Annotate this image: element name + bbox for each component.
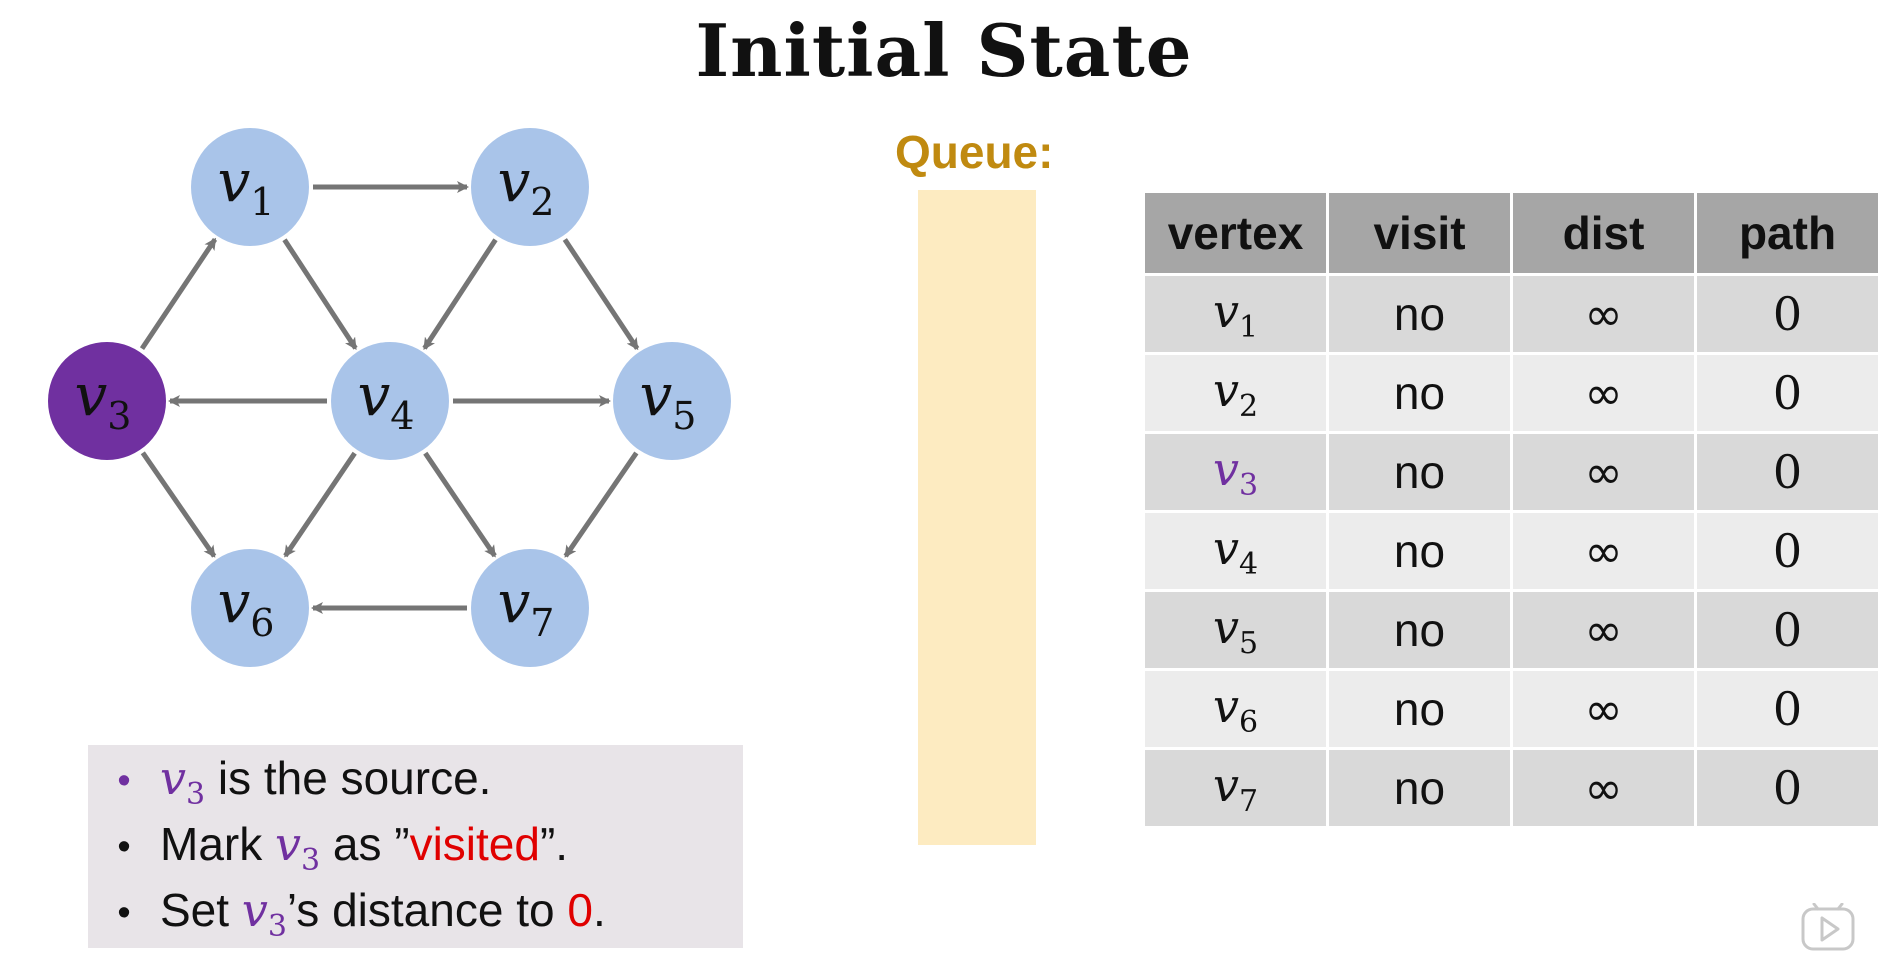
vertex-symbol: v3: [275, 816, 321, 878]
node-v3: v3: [48, 342, 166, 460]
visit-cell: no: [1326, 589, 1513, 671]
dist-cell: ∞: [1510, 589, 1697, 671]
node-label: v7: [498, 568, 555, 645]
visited-word: visited: [409, 817, 540, 870]
edges-layer: [139, 181, 640, 614]
node-circle: [48, 342, 166, 460]
path-cell: 0: [1694, 510, 1881, 592]
dist-cell: ∞: [1510, 352, 1697, 434]
page-title: Initial State: [695, 8, 1193, 93]
node-circle: [613, 342, 731, 460]
visit-cell: no: [1326, 352, 1513, 434]
node-v5: v5: [613, 342, 731, 460]
note-text-2: Mark v3 as ”visited”.: [160, 816, 569, 878]
node-label: v4: [358, 361, 415, 438]
edge-v3-v6: [140, 451, 217, 558]
edge-v1-v4: [282, 238, 358, 350]
vertex-cell: v7: [1142, 747, 1329, 829]
vertex-cell: v4: [1142, 510, 1329, 592]
node-label: v3: [75, 361, 132, 438]
note-text-3: Set v3’s distance to 0.: [160, 882, 606, 944]
dist-cell: ∞: [1510, 431, 1697, 513]
path-cell: 0: [1694, 589, 1881, 671]
vertex-cell: v5: [1142, 589, 1329, 671]
bullet: •: [117, 759, 131, 802]
edge-v2-v4: [422, 238, 498, 350]
note-text-1: v3 is the source.: [160, 751, 491, 812]
edge-v4-v7: [423, 451, 497, 558]
dist-cell: ∞: [1510, 510, 1697, 592]
queue-label: Queue:: [895, 126, 1054, 178]
vertex-symbol: v3: [241, 882, 287, 944]
note-line-3: • Set v3’s distance to 0.: [88, 882, 606, 944]
graph-diagram: v1 v2 v3 v4 v5 v6 v7: [48, 128, 731, 667]
bullet: •: [117, 825, 131, 868]
header-dist: dist: [1510, 190, 1697, 276]
path-cell: 0: [1694, 352, 1881, 434]
bullet: •: [117, 891, 131, 934]
node-v7: v7: [471, 549, 589, 667]
path-cell: 0: [1694, 668, 1881, 750]
path-cell: 0: [1694, 431, 1881, 513]
edge-v5-v7: [563, 451, 639, 558]
node-v4: v4: [331, 342, 449, 460]
node-label: v2: [498, 147, 555, 224]
visit-cell: no: [1326, 431, 1513, 513]
notes-box: • v3 is the source. • Mark v3 as ”visite…: [88, 745, 743, 948]
node-v1: v1: [191, 128, 309, 246]
header-visit: visit: [1326, 190, 1513, 276]
header-path: path: [1694, 190, 1881, 276]
vertex-cell: v2: [1142, 352, 1329, 434]
node-label: v1: [218, 147, 275, 224]
visit-cell: no: [1326, 747, 1513, 829]
edge-v2-v5: [562, 238, 640, 351]
path-cell: 0: [1694, 747, 1881, 829]
node-circle: [331, 342, 449, 460]
path-cell: 0: [1694, 273, 1881, 355]
edge-v4-v6: [283, 451, 357, 558]
node-label: v6: [218, 568, 275, 645]
node-v2: v2: [471, 128, 589, 246]
node-v6: v6: [191, 549, 309, 667]
dist-cell: ∞: [1510, 747, 1697, 829]
queue-box: [918, 190, 1036, 845]
vertex-symbol: v3: [160, 750, 206, 812]
visit-cell: no: [1326, 510, 1513, 592]
vertex-cell: v1: [1142, 273, 1329, 355]
header-vertex: vertex: [1142, 190, 1329, 276]
visit-cell: no: [1326, 273, 1513, 355]
vertex-cell: v3: [1142, 431, 1329, 513]
node-label: v5: [640, 361, 697, 438]
node-circle: [471, 549, 589, 667]
note-line-1: • v3 is the source.: [88, 751, 491, 812]
play-icon[interactable]: [1800, 903, 1856, 953]
vertex-cell: v6: [1142, 668, 1329, 750]
visit-cell: no: [1326, 668, 1513, 750]
table-header-row: vertex visit dist path: [1142, 190, 1881, 276]
zero-value: 0: [567, 883, 593, 936]
node-circle: [191, 128, 309, 246]
dist-cell: ∞: [1510, 668, 1697, 750]
edge-v3-v1: [139, 237, 218, 351]
node-circle: [471, 128, 589, 246]
dist-cell: ∞: [1510, 273, 1697, 355]
node-circle: [191, 549, 309, 667]
note-1-rest: is the source.: [205, 751, 492, 804]
nodes-layer: v1 v2 v3 v4 v5 v6 v7: [48, 128, 731, 667]
note-line-2: • Mark v3 as ”visited”.: [88, 816, 569, 878]
